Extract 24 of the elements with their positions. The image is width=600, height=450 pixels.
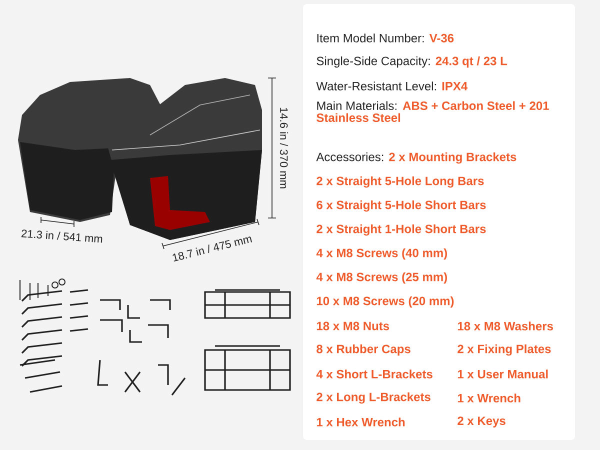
- accessory-item: 2 x Fixing Plates: [458, 344, 551, 356]
- accessory-item: 6 x Straight 5-Hole Short Bars: [316, 200, 486, 212]
- accessory-item: 2 x Keys: [458, 416, 506, 428]
- spec-line: Water-Resistant Level: IPX4: [316, 82, 468, 90]
- dimension-label: 21.3 in / 541 mm: [21, 230, 102, 243]
- accessory-item: 18 x M8 Nuts: [316, 322, 390, 330]
- accessory-item: 1 x Wrench: [458, 394, 520, 402]
- accessory-item: 4 x M8 Screws (25 mm): [316, 272, 447, 284]
- accessory-item: 8 x Rubber Caps: [316, 344, 410, 356]
- accessory-item: 1 x User Manual: [458, 370, 548, 378]
- spec-line: Single-Side Capacity: 24.3 qt / 23 L: [316, 56, 508, 68]
- accessory-item: 4 x Short L-Brackets: [316, 370, 432, 378]
- dimension-label: 14.6 in / 370 mm: [280, 108, 288, 188]
- accessory-item: 2 x Long L-Brackets: [316, 392, 430, 404]
- dimension-label: 18.7 in / 475 mm: [172, 236, 252, 262]
- spec-line: Main Materials: ABS + Carbon Steel + 201 Stainless Steel: [316, 101, 549, 122]
- accessory-item: 18 x M8 Washers: [458, 322, 553, 330]
- accessory-item: 2 x Straight 1-Hole Short Bars: [316, 224, 486, 236]
- accessory-item: 4 x M8 Screws (40 mm): [316, 248, 447, 260]
- accessory-item: 2 x Straight 5-Hole Long Bars: [316, 176, 484, 188]
- spec-line: Accessories: 2 x Mounting Brackets: [316, 152, 516, 164]
- accessory-item: 1 x Hex Wrench: [316, 418, 405, 426]
- accessory-item: 10 x M8 Screws (20 mm): [316, 296, 454, 308]
- spec-line: Item Model Number: V-36: [317, 34, 454, 42]
